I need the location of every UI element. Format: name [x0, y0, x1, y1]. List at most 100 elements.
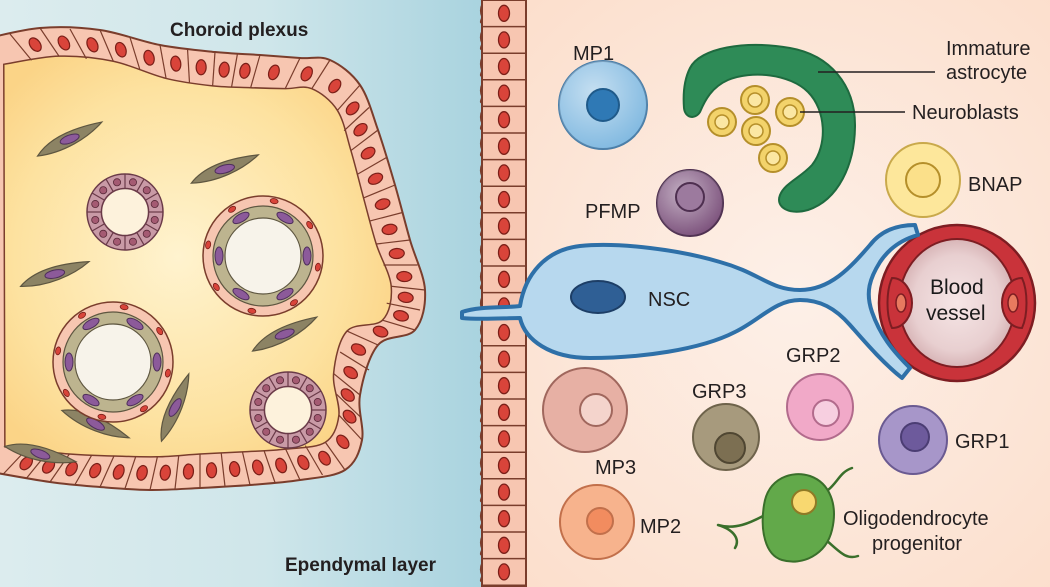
- fibroblast: [251, 316, 319, 352]
- ependymal-nucleus: [497, 164, 511, 182]
- mp3-label: MP3: [595, 457, 636, 479]
- ependymal-nucleus: [497, 57, 511, 76]
- capillary: [249, 371, 327, 449]
- ependymal-nucleus: [497, 456, 511, 475]
- epithelial-nucleus: [228, 460, 241, 478]
- ependymal-layer: [479, 0, 527, 587]
- epithelial-nucleus: [297, 454, 310, 471]
- nsc-cell: [460, 223, 920, 380]
- grp2-label: GRP2: [786, 345, 840, 367]
- ependymal-nucleus: [497, 137, 511, 155]
- pfmp-cell: [656, 169, 724, 237]
- epithelial-nucleus: [57, 35, 71, 51]
- blood-vessel-label-line1: Blood: [930, 276, 984, 299]
- ependymal-nucleus: [497, 403, 511, 421]
- epithelial-nucleus: [350, 343, 367, 356]
- plexus-vessel: [52, 301, 174, 423]
- pfmp-label: PFMP: [585, 201, 641, 223]
- neuroblast-cell: [707, 107, 737, 137]
- epithelial-nucleus: [112, 464, 125, 480]
- ependymal-nucleus: [497, 31, 511, 49]
- epithelial-nucleus: [300, 66, 314, 82]
- epithelial-nucleus: [143, 49, 155, 66]
- epithelial-nucleus: [342, 409, 357, 424]
- ependymal-nucleus: [497, 217, 511, 235]
- epithelial-nucleus: [336, 434, 350, 450]
- epithelial-nucleus: [239, 62, 251, 79]
- ependymal-nucleus: [497, 190, 511, 209]
- ependymal-nucleus: [497, 377, 511, 395]
- mp1-cell: [558, 60, 648, 150]
- epithelial-nucleus: [372, 325, 389, 338]
- fibroblast: [36, 121, 104, 157]
- choroid-plexus-label: Choroid plexus: [170, 20, 308, 41]
- ependymal-nucleus: [497, 244, 511, 262]
- grp2-cell: [786, 373, 854, 441]
- ependymal-nucleus: [497, 563, 511, 581]
- epithelial-nucleus: [159, 464, 171, 481]
- ependymal-nucleus: [497, 483, 511, 501]
- plexus-vessel: [202, 195, 324, 317]
- grp1-label: GRP1: [955, 431, 1009, 453]
- epithelial-nucleus: [86, 37, 99, 53]
- immature-astrocyte-label-line2: astrocyte: [946, 62, 1027, 84]
- mp2-label: MP2: [640, 516, 681, 538]
- ependymal-layer-label: Ependymal layer: [285, 555, 437, 576]
- epithelial-nucleus: [136, 464, 148, 481]
- fibroblast: [160, 372, 190, 443]
- ependymal-nucleus: [497, 270, 511, 288]
- epithelial-nucleus: [182, 463, 195, 480]
- fibroblast: [190, 154, 260, 184]
- capillary: [86, 173, 164, 251]
- epithelial-nucleus: [381, 223, 398, 236]
- ependymal-nucleus: [497, 510, 511, 528]
- epithelial-nucleus: [367, 172, 384, 185]
- ependymal-nucleus: [497, 536, 511, 554]
- mp1-label: MP1: [573, 43, 614, 65]
- ependymal-nucleus: [497, 350, 511, 368]
- nsc-label: NSC: [648, 289, 690, 311]
- ependymal-nucleus: [497, 323, 511, 342]
- blood-vessel: [877, 223, 1037, 383]
- epithelial-nucleus: [374, 198, 391, 211]
- neuroblasts-label: Neuroblasts: [912, 102, 1019, 124]
- oligodendrocyte-progenitor-label-line1: Oligodendrocyte: [843, 508, 989, 530]
- oligodendrocyte-progenitor-label-line2: progenitor: [872, 533, 962, 555]
- epithelial-nucleus: [251, 459, 264, 476]
- grp3-cell: [692, 403, 760, 471]
- epithelial-nucleus: [393, 310, 409, 322]
- epithelial-nucleus: [353, 122, 368, 137]
- fibroblast: [19, 260, 91, 287]
- epithelial-nucleus: [343, 366, 359, 380]
- neuroblast-cell: [740, 85, 770, 115]
- ependymal-nucleus: [497, 84, 511, 102]
- epithelial-nucleus: [114, 41, 127, 58]
- mp2-cell: [559, 484, 635, 560]
- epithelial-nucleus: [195, 59, 207, 76]
- epithelial-nucleus: [360, 146, 376, 160]
- epithelial-nucleus: [267, 64, 280, 81]
- blood-vessel-label-line2: vessel: [926, 302, 986, 325]
- epithelial-nucleus: [397, 291, 414, 304]
- epithelial-nucleus: [328, 78, 342, 94]
- plexus-stroma: [3, 55, 393, 458]
- epithelial-nucleus: [318, 450, 331, 466]
- epithelial-nucleus: [396, 270, 413, 283]
- epithelial-nucleus: [275, 457, 288, 474]
- epithelial-nucleus: [218, 61, 230, 78]
- grp1-cell: [878, 405, 948, 475]
- neuroblast-cell: [775, 97, 805, 127]
- ependymal-nucleus: [497, 430, 511, 448]
- fibroblast: [3, 443, 78, 464]
- epithelial-nucleus: [65, 461, 78, 477]
- epithelial-nucleus: [340, 388, 355, 402]
- epithelial-nucleus: [89, 462, 102, 479]
- epithelial-nucleus: [388, 247, 405, 260]
- epithelial-nucleus: [205, 462, 218, 479]
- bnap-cell: [885, 142, 961, 218]
- epithelial-nucleus: [28, 37, 42, 52]
- mp3-cell: [542, 367, 628, 453]
- oligodendrocyte-progenitor-cell: [716, 466, 860, 563]
